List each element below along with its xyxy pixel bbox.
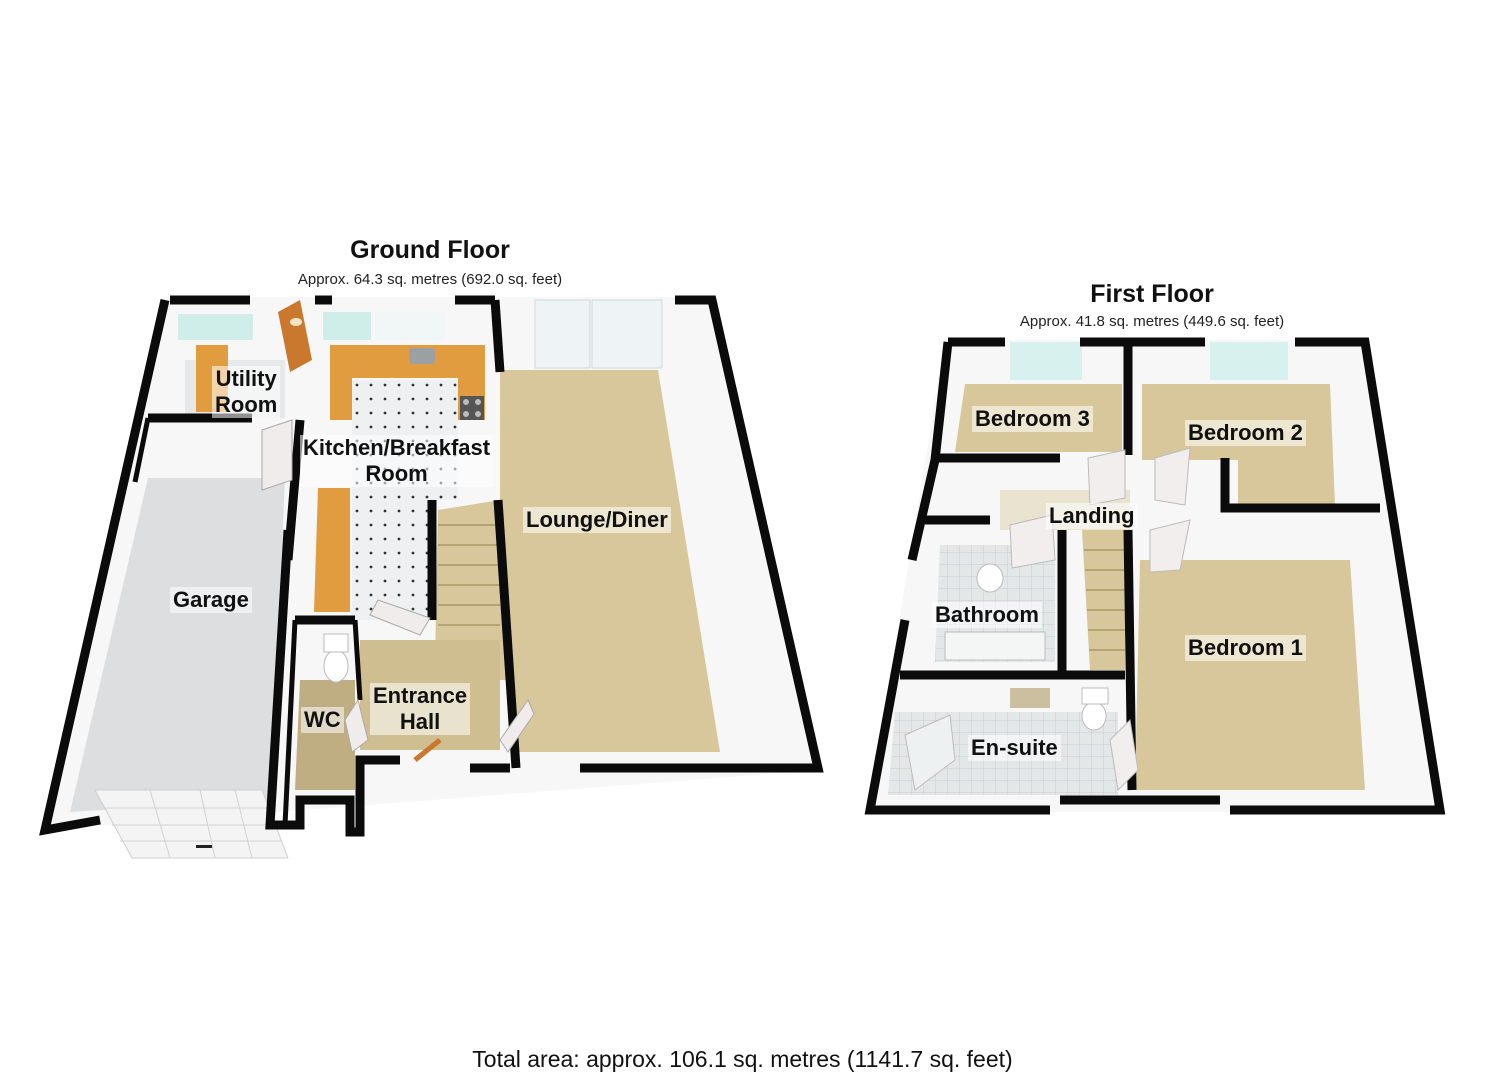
kitchen-label-line1: Kitchen/Breakfast <box>303 435 491 460</box>
first-floor-stairs <box>1082 530 1125 670</box>
garage-label: Garage <box>170 587 252 613</box>
wc-label: WC <box>301 707 344 733</box>
ground-stairs <box>435 500 500 660</box>
bathroom-label: Bathroom <box>932 602 1042 628</box>
kitchen-label-line2: Room <box>365 461 428 486</box>
utility-back-door <box>278 300 312 372</box>
utility-room-label-line1: Utility <box>215 366 277 391</box>
bedroom3-label: Bedroom 3 <box>972 406 1093 432</box>
first-floor-title: First Floor <box>1090 280 1214 308</box>
garage-floor <box>70 478 285 812</box>
ground-floor-title: Ground Floor <box>350 236 510 264</box>
kitchen-worktop <box>330 345 485 420</box>
utility-room-label-line2: Room <box>215 392 278 417</box>
total-area: Total area: approx. 106.1 sq. metres (11… <box>472 1046 1013 1072</box>
first-floor-plan <box>864 337 1446 815</box>
entrance-hall-label-line2: Hall <box>399 709 441 734</box>
lounge-floor <box>500 370 720 752</box>
landing-label: Landing <box>1046 503 1138 529</box>
lounge-label: Lounge/Diner <box>523 507 671 533</box>
bedroom1-floor <box>1135 560 1365 790</box>
ensuite-label: En-suite <box>968 735 1061 761</box>
entrance-hall-label-line1: Entrance <box>373 683 468 708</box>
garage-door <box>94 789 289 859</box>
ground-floor-area: Approx. 64.3 sq. metres (692.0 sq. feet) <box>297 271 563 288</box>
bedroom1-label: Bedroom 1 <box>1185 635 1306 661</box>
entrance-hall-label: Entrance Hall <box>370 683 471 735</box>
ground-floor-plan <box>39 295 824 859</box>
first-floor-area: Approx. 41.8 sq. metres (449.6 sq. feet) <box>1019 313 1285 330</box>
bedroom2-label: Bedroom 2 <box>1185 420 1306 446</box>
utility-room-label: Utility Room <box>212 366 281 418</box>
wc-floor <box>295 680 355 790</box>
kitchen-label: Kitchen/Breakfast Room <box>300 435 494 487</box>
